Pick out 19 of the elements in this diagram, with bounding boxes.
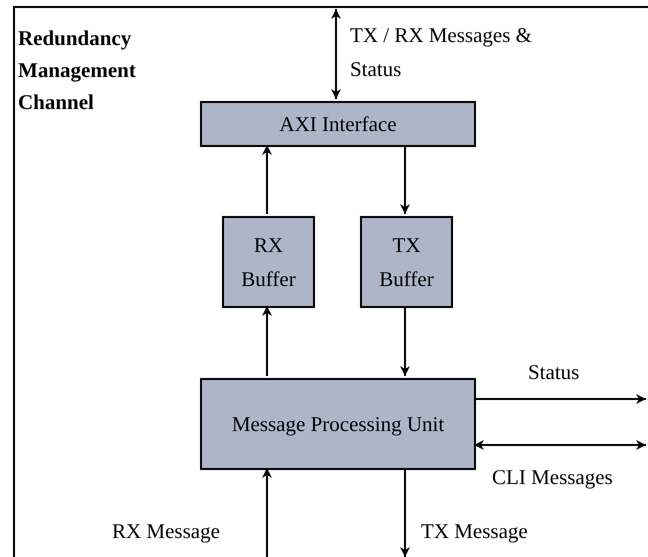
arrow (400, 468, 410, 557)
arrow (331, 9, 341, 99)
arrow (474, 440, 646, 450)
channel-frame (13, 6, 648, 557)
block-box (200, 101, 476, 147)
arrow (262, 306, 272, 376)
arrow (400, 145, 410, 214)
block-label: RX Buffer (241, 232, 296, 293)
block-box (200, 378, 476, 470)
block-box (360, 216, 453, 308)
arrow (474, 394, 646, 404)
channel-title: Redundancy Management Channel (18, 25, 137, 116)
arrow (400, 306, 410, 376)
block-label: AXI Interface (279, 111, 397, 138)
block-box (222, 216, 315, 308)
block-label: TX Buffer (379, 232, 434, 293)
arrow (262, 468, 272, 557)
block-label: Message Processing Unit (232, 411, 444, 438)
arrow (262, 145, 272, 214)
